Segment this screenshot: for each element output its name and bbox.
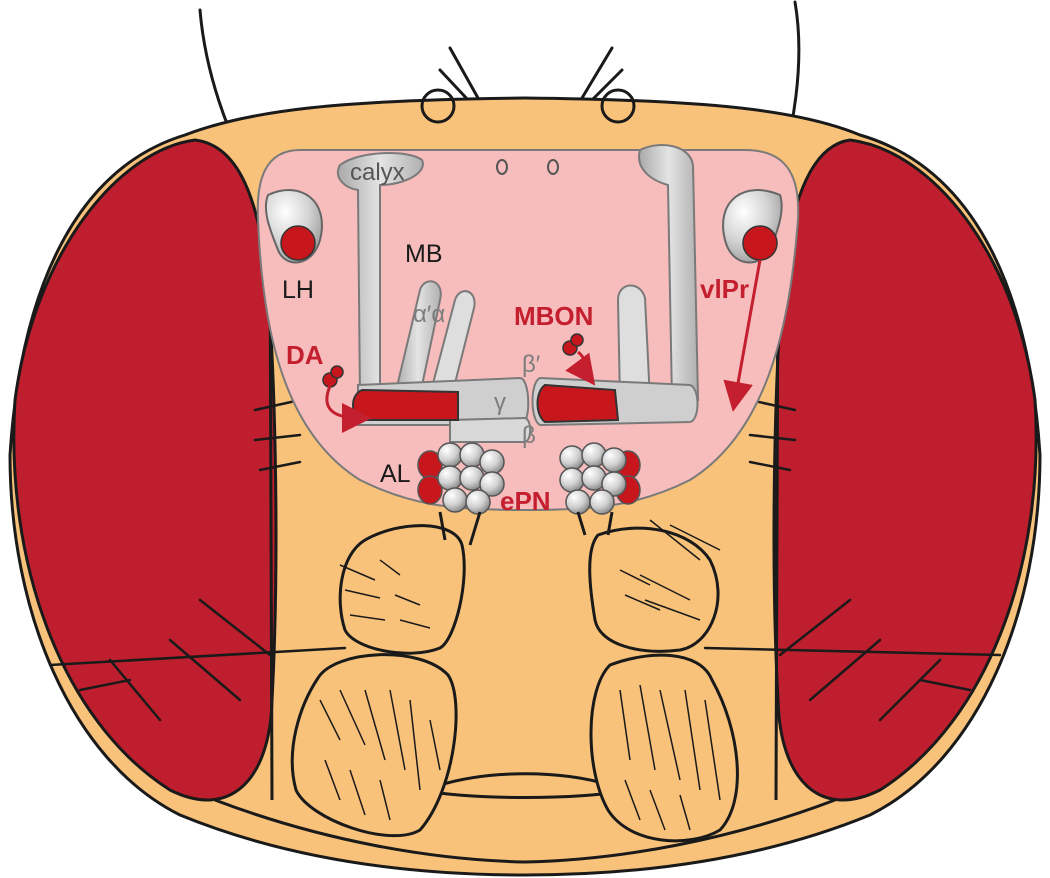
label-al: AL xyxy=(380,460,411,488)
label-alpha-prime-alpha: α′α xyxy=(413,301,445,328)
cheek-bristles xyxy=(48,398,1002,722)
antennal-lobe-left xyxy=(417,442,505,515)
antenna-left xyxy=(290,511,482,838)
vlpr-arrow xyxy=(723,259,762,412)
antenna-right xyxy=(576,511,739,843)
label-da: DA xyxy=(286,340,324,370)
right-compound-eye xyxy=(772,138,1038,802)
label-mbon: MBON xyxy=(514,301,593,331)
lateral-horn-right xyxy=(722,189,783,264)
da-neuron xyxy=(322,365,372,433)
ocelli xyxy=(420,88,636,124)
antennal-lobe-right xyxy=(559,442,641,515)
mbon-neuron xyxy=(562,333,596,386)
face-lines xyxy=(214,239,836,864)
label-beta-prime: β′ xyxy=(522,351,541,378)
label-calyx: calyx xyxy=(350,159,405,186)
label-lh: LH xyxy=(282,276,314,304)
label-beta: β xyxy=(522,422,536,449)
label-epn: ePN xyxy=(500,486,551,516)
mushroom-body-left xyxy=(337,152,532,443)
brain-dots xyxy=(496,159,559,175)
labels: calyx MB LH α′α DA MBON β′ γ β vlPr AL e… xyxy=(282,159,749,516)
mushroom-body-right xyxy=(531,144,700,427)
label-vlpr: vlPr xyxy=(700,274,749,304)
label-mb: MB xyxy=(405,240,443,268)
lateral-horn-left xyxy=(264,189,323,264)
label-gamma: γ xyxy=(494,389,506,416)
